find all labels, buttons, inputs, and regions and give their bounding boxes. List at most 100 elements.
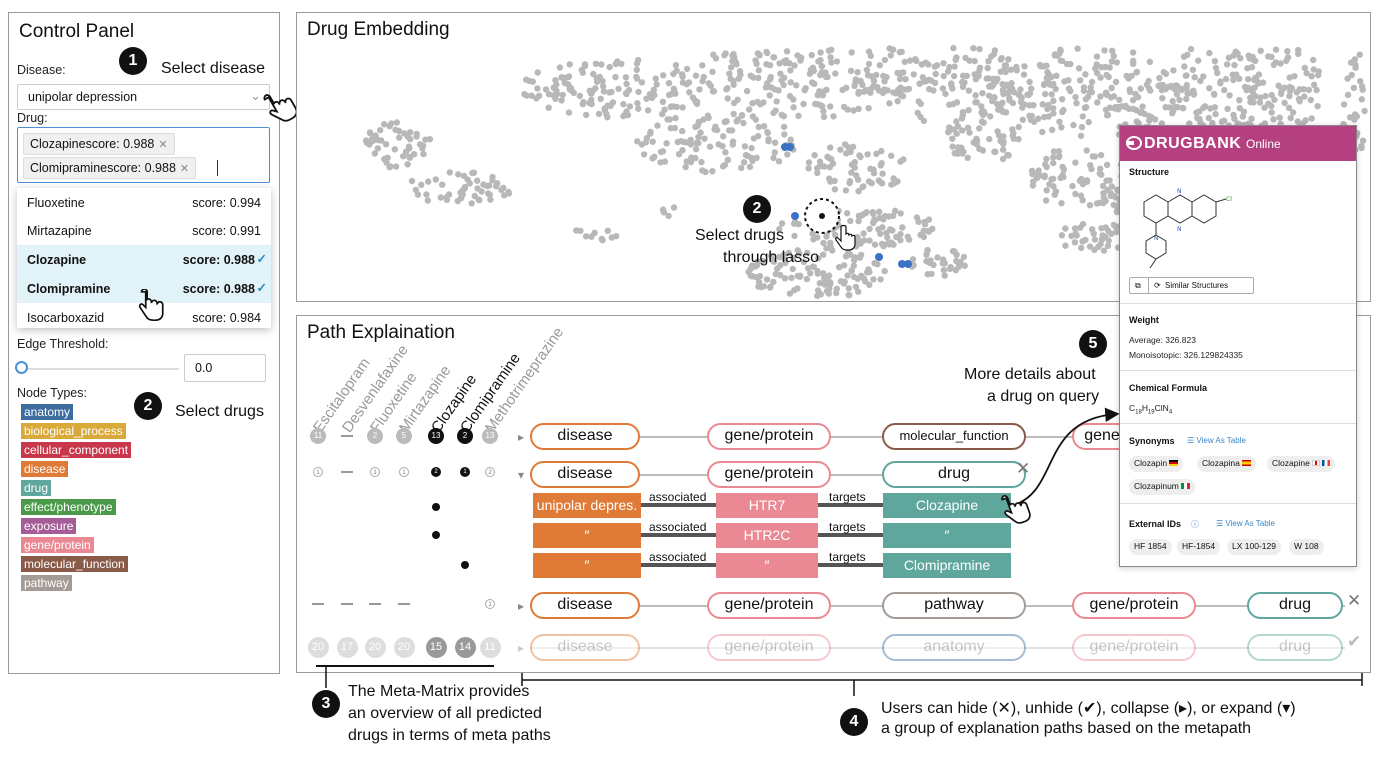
drug-point[interactable] — [851, 257, 858, 264]
drug-point[interactable] — [1295, 50, 1302, 57]
drug-point[interactable] — [1112, 78, 1120, 86]
drug-point[interactable] — [682, 163, 689, 171]
drug-point[interactable] — [730, 110, 737, 118]
drug-point[interactable] — [1241, 83, 1249, 91]
drug-point[interactable] — [1058, 124, 1065, 131]
drug-point[interactable] — [876, 62, 883, 69]
drug-point[interactable] — [392, 163, 400, 170]
matrix-cell[interactable]: 5 — [396, 428, 412, 444]
drug-point[interactable] — [1358, 96, 1366, 103]
drug-point[interactable] — [965, 107, 972, 114]
drug-point[interactable] — [949, 143, 956, 150]
drug-point[interactable] — [392, 126, 399, 133]
drug-point[interactable] — [994, 128, 1001, 135]
drug-point[interactable] — [985, 92, 993, 99]
drug-point[interactable] — [800, 100, 807, 108]
drug-point[interactable] — [848, 49, 855, 56]
drug-point[interactable] — [565, 81, 572, 88]
drug-point[interactable] — [976, 145, 983, 153]
drug-point[interactable] — [983, 75, 990, 82]
drug-point[interactable] — [586, 99, 593, 107]
drug-point[interactable] — [659, 98, 667, 106]
drug-point[interactable] — [820, 251, 827, 258]
drug-point[interactable] — [886, 45, 893, 52]
drug-point[interactable] — [597, 95, 604, 103]
drug-point[interactable] — [407, 129, 414, 136]
drug-point[interactable] — [997, 56, 1004, 63]
drug-point[interactable] — [1145, 77, 1152, 85]
drug-point[interactable] — [697, 129, 704, 136]
drug-point[interactable] — [384, 154, 391, 161]
drug-point[interactable] — [1351, 116, 1358, 123]
drug-point[interactable] — [870, 210, 877, 218]
drug-point[interactable] — [1010, 135, 1017, 142]
drug-point[interactable] — [854, 233, 861, 241]
drug-point[interactable] — [1050, 154, 1057, 161]
drug-point[interactable] — [847, 67, 855, 74]
drug-point[interactable] — [845, 144, 852, 151]
drug-point[interactable] — [915, 218, 922, 225]
drug-point[interactable] — [679, 73, 686, 80]
drug-point[interactable] — [1240, 108, 1248, 115]
drug-point[interactable] — [1072, 93, 1079, 101]
drug-point[interactable] — [926, 85, 933, 93]
drug-point[interactable] — [820, 239, 827, 247]
drug-point[interactable] — [1083, 178, 1091, 185]
drug-point[interactable] — [1191, 74, 1198, 81]
drug-point[interactable] — [770, 154, 777, 162]
drug-point[interactable] — [801, 87, 808, 94]
drug-point[interactable] — [953, 130, 960, 137]
disease-select[interactable]: unipolar depression ⌄ — [17, 84, 270, 110]
drug-point[interactable] — [371, 150, 379, 157]
drug-point[interactable] — [973, 137, 981, 144]
matrix-cell[interactable]: 2 — [485, 467, 495, 477]
drug-point[interactable] — [1000, 133, 1007, 140]
drug-point[interactable] — [1083, 147, 1090, 154]
drug-point[interactable] — [721, 161, 729, 169]
drug-point[interactable] — [446, 169, 453, 176]
drug-point[interactable] — [1189, 66, 1197, 73]
drug-point[interactable] — [1082, 71, 1089, 78]
drug-point[interactable] — [833, 285, 840, 292]
drug-point[interactable] — [787, 79, 794, 86]
drug-point[interactable] — [498, 186, 505, 194]
drug-point[interactable] — [1008, 80, 1015, 87]
drug-point[interactable] — [1068, 232, 1075, 240]
drug-point[interactable] — [1226, 92, 1233, 99]
drug-point[interactable] — [1211, 91, 1218, 98]
drug-point[interactable] — [615, 85, 622, 93]
drug-point[interactable] — [401, 130, 408, 137]
drug-point[interactable] — [780, 113, 788, 120]
drug-point[interactable] — [886, 100, 893, 107]
path-node-disease[interactable]: disease — [530, 423, 640, 450]
drug-point[interactable] — [781, 275, 789, 282]
hide-icon[interactable]: ✕ — [1016, 459, 1031, 478]
drug-point[interactable] — [1041, 172, 1048, 179]
drug-point[interactable] — [820, 113, 828, 121]
drug-point[interactable] — [1206, 49, 1213, 57]
drug-point[interactable] — [1305, 86, 1313, 94]
drug-point[interactable] — [1020, 71, 1028, 78]
drug-point[interactable] — [868, 73, 875, 80]
drug-point[interactable] — [1043, 62, 1050, 69]
drug-point[interactable] — [879, 170, 886, 177]
drug-point[interactable] — [1252, 74, 1260, 81]
drug-point[interactable] — [1179, 104, 1186, 112]
drug-point[interactable] — [811, 152, 818, 159]
drug-point[interactable] — [1100, 199, 1107, 207]
drug-point[interactable] — [644, 107, 652, 114]
drug-point[interactable] — [1088, 78, 1096, 86]
drug-point[interactable] — [1103, 177, 1110, 184]
drug-point[interactable] — [857, 153, 864, 161]
lassoed-drug-point[interactable] — [819, 213, 825, 219]
drug-point[interactable] — [1289, 109, 1297, 116]
drug-point[interactable] — [786, 92, 794, 100]
edge-threshold-slider[interactable] — [15, 361, 28, 374]
path-node-gene-protein[interactable]: gene/protein — [1072, 634, 1196, 661]
drug-point[interactable] — [1176, 96, 1183, 104]
drug-point[interactable] — [917, 113, 924, 121]
drug-point[interactable] — [625, 86, 633, 94]
matrix-cell[interactable]: 20 — [393, 637, 415, 658]
drug-point[interactable] — [752, 57, 759, 64]
